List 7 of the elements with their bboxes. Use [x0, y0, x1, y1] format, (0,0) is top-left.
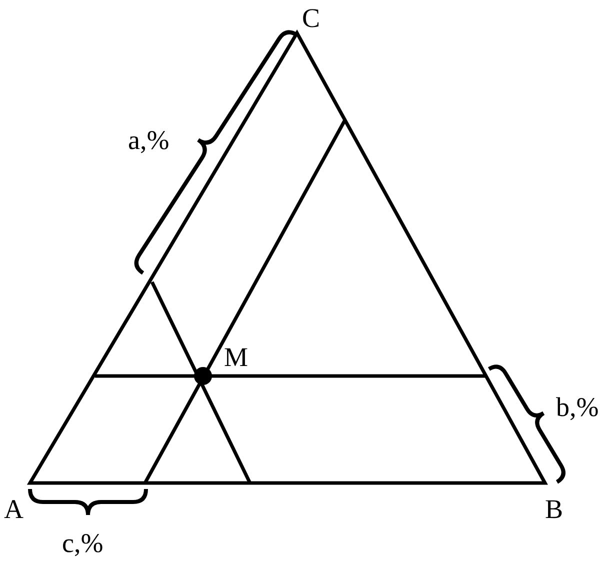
vertex-label: B [545, 494, 564, 524]
vertex-label: C [302, 3, 320, 33]
bracket-label: b,% [556, 392, 599, 422]
vertex-label: A [4, 494, 24, 524]
bracket-label: a,% [128, 125, 170, 155]
bracket-label: c,% [62, 528, 104, 558]
point-label: M [224, 342, 248, 372]
